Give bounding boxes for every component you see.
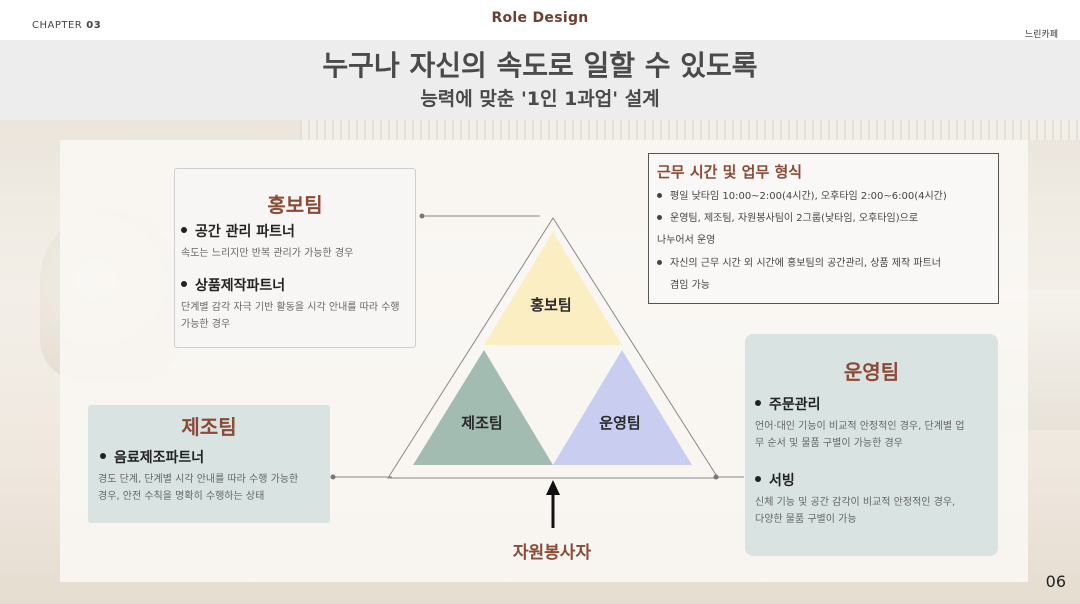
triangle-label-jejo: 제조팀 [461, 414, 503, 432]
chapter-label: CHAPTER [32, 20, 83, 31]
brand-title: Role Design [491, 10, 589, 26]
desc-line: 경도 단계, 단계별 시각 안내를 따라 수행 가능한 [98, 474, 299, 485]
desc-line: 언어·대인 기능이 비교적 안정적인 경우, 단계별 업 [755, 421, 965, 432]
unyoung-item-desc: 언어·대인 기능이 비교적 안정적인 경우, 단계별 업 무 순서 및 물품 구… [755, 418, 964, 452]
work-time-title: 근무 시간 및 업무 형식 [657, 163, 803, 181]
jejo-item-desc: 경도 단계, 단계별 시각 안내를 따라 수행 가능한 경우, 안전 수칙을 명… [98, 471, 298, 505]
work-time-text: 운영팀, 제조팀, 자원봉사팀이 2그룹(낮타임, 오후타임)으로 [670, 213, 919, 224]
top-bar [0, 0, 1080, 40]
jejo-item-head: 음료제조파트너 [100, 447, 204, 467]
hongbo-item-label: 상품제작파트너 [195, 278, 286, 294]
volunteer-label: 자원봉사자 [512, 543, 592, 563]
page-number: 06 [1045, 572, 1066, 591]
hongbo-connector-dot [419, 213, 425, 219]
jejo-card-title: 제조팀 [181, 415, 237, 439]
bullet-icon [181, 281, 187, 287]
unyoung-item-label: 주문관리 [769, 397, 821, 413]
unyoung-item-desc: 신체 기능 및 공간 감각이 비교적 안정적인 경우, 다양한 물품 구별이 가… [755, 494, 955, 528]
hongbo-card-title: 홍보팀 [267, 193, 323, 217]
curtain-decoration [300, 120, 1080, 140]
unyoung-item-label: 서빙 [769, 473, 795, 489]
support-arrow-head [546, 480, 560, 495]
unyoung-item-head: 서빙 [755, 470, 795, 490]
jejo-item-label: 음료제조파트너 [114, 450, 205, 466]
bullet-icon [181, 227, 187, 233]
bullet-icon [657, 214, 662, 220]
chapter-number: 03 [86, 20, 102, 31]
desc-line: 다양한 물품 구별이 가능 [755, 514, 857, 525]
bullet-icon [755, 400, 761, 406]
title-band [0, 40, 1080, 120]
desc-line: 가능한 경우 [181, 319, 231, 330]
hongbo-item-desc: 단계별 감각 자극 기반 활동을 시각 안내를 따라 수행 가능한 경우 [181, 299, 400, 333]
bullet-icon [657, 192, 662, 198]
sub-title: 능력에 맞춘 '1인 1과업' 설계 [420, 88, 660, 110]
cafe-name: 느린카페 [1024, 30, 1058, 40]
desc-line: 경우, 안전 수칙을 명확히 수행하는 상태 [98, 491, 265, 502]
bullet-icon [100, 453, 106, 459]
bullet-icon [657, 259, 662, 265]
triangle-top-segment [484, 232, 622, 345]
work-time-line: 평일 낮타임 10:00~2:00(4시간), 오후타임 2:00~6:00(4… [657, 190, 947, 204]
desc-line: 단계별 감각 자극 기반 활동을 시각 안내를 따라 수행 [181, 302, 400, 313]
unyoung-card: 운영팀 주문관리 언어·대인 기능이 비교적 안정적인 경우, 단계별 업 무 … [745, 334, 998, 556]
hongbo-item-desc: 속도는 느리지만 반복 관리가 가능한 경우 [181, 248, 354, 259]
unyoung-item-head: 주문관리 [755, 394, 821, 414]
work-time-card: 근무 시간 및 업무 형식 평일 낮타임 10:00~2:00(4시간), 오후… [648, 153, 999, 304]
triangle-right-segment [553, 350, 692, 465]
work-time-text: 자신의 근무 시간 외 시간에 홍보팀의 공간관리, 상품 제작 파트너 [670, 258, 941, 269]
bullet-icon [755, 476, 761, 482]
triangle-label-hongbo: 홍보팀 [530, 296, 572, 314]
main-title: 누구나 자신의 속도로 일할 수 있도록 [322, 49, 758, 82]
work-time-text: 평일 낮타임 10:00~2:00(4시간), 오후타임 2:00~6:00(4… [670, 191, 947, 202]
hongbo-item-head: 상품제작파트너 [181, 275, 285, 295]
jejo-connector-dot [330, 474, 336, 480]
unyoung-connector-dot [713, 474, 719, 480]
hongbo-item-head: 공간 관리 파트너 [181, 221, 295, 241]
jejo-card: 제조팀 음료제조파트너 경도 단계, 단계별 시각 안내를 따라 수행 가능한 … [88, 405, 330, 523]
unyoung-card-title: 운영팀 [843, 360, 900, 384]
outer-triangle [387, 217, 719, 479]
work-time-line: 운영팀, 제조팀, 자원봉사팀이 2그룹(낮타임, 오후타임)으로 [657, 212, 918, 226]
work-time-line: 겸임 가능 [670, 280, 710, 291]
hongbo-card: 홍보팀 공간 관리 파트너 속도는 느리지만 반복 관리가 가능한 경우 상품제… [174, 168, 416, 348]
desc-line: 신체 기능 및 공간 감각이 비교적 안정적인 경우, [755, 497, 956, 508]
triangle-left-segment [413, 350, 553, 465]
hongbo-item-label: 공간 관리 파트너 [195, 224, 295, 240]
work-time-line: 나누어서 운영 [657, 235, 716, 246]
triangle-label-unyoung: 운영팀 [599, 414, 641, 432]
work-time-line: 자신의 근무 시간 외 시간에 홍보팀의 공간관리, 상품 제작 파트너 [657, 257, 941, 271]
desc-line: 무 순서 및 물품 구별이 가능한 경우 [755, 438, 903, 449]
